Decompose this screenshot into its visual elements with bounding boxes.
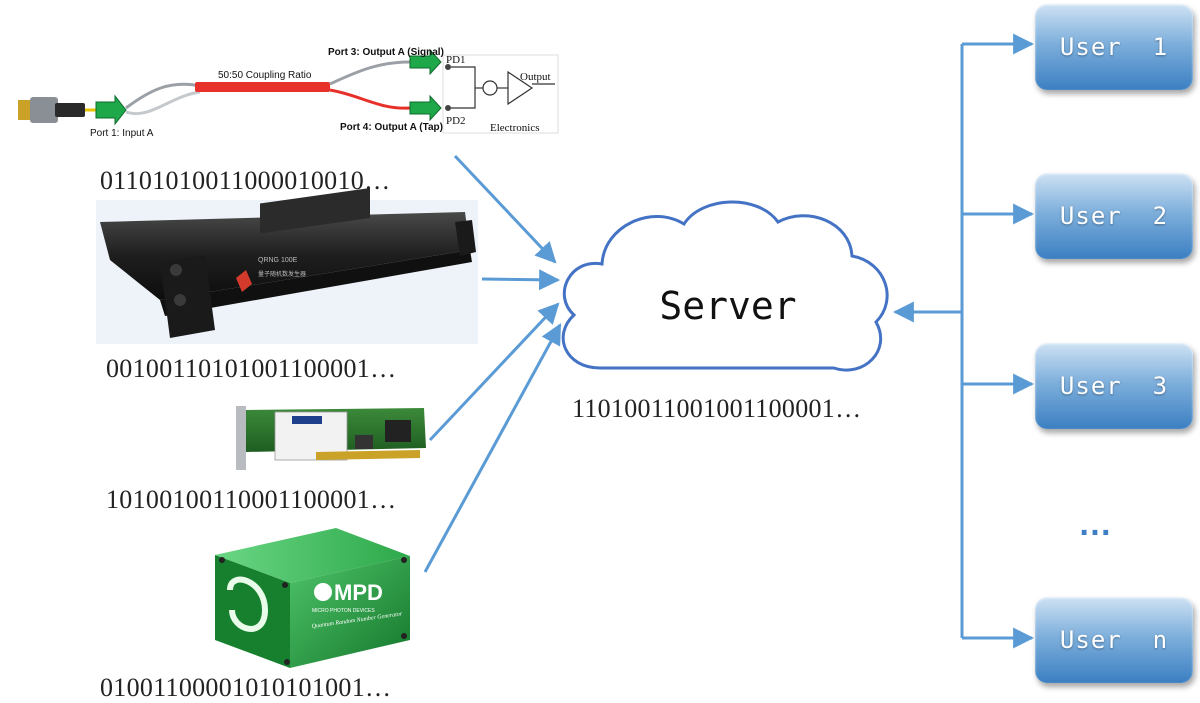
rack-qrng-device: QRNG 100E 量子随机数发生器 xyxy=(96,187,478,344)
more-users-ellipsis: … xyxy=(1078,505,1120,543)
user-3-box[interactable]: User 3 xyxy=(1035,343,1193,429)
server-bits: 11010011001001100001… xyxy=(572,394,862,423)
port3-label: Port 3: Output A (Signal) xyxy=(328,47,444,58)
user-n-box[interactable]: User n xyxy=(1035,597,1193,683)
beam-splitter-illustration: 50:50 Coupling Ratio Port 1: Input A Por… xyxy=(18,47,559,139)
mpd-qrng-device: MPD MICRO PHOTON DEVICES Quantum Random … xyxy=(215,528,410,668)
user-2-box[interactable]: User 2 xyxy=(1035,173,1193,259)
coupling-ratio-label: 50:50 Coupling Ratio xyxy=(218,70,312,81)
server-label: Server xyxy=(659,284,797,328)
mpd-logo-icon xyxy=(314,583,332,601)
input-arrow-icon xyxy=(95,94,127,126)
arrow-source-2 xyxy=(481,269,561,291)
user-1-box[interactable]: User 1 xyxy=(1035,4,1193,90)
user-2-label: User 2 xyxy=(1059,202,1169,230)
source-3-bits: 10100100110001100001… xyxy=(106,485,397,514)
mpd-brand-label: MPD xyxy=(334,580,383,605)
user-1-label: User 1 xyxy=(1059,33,1169,61)
user-n-label: User n xyxy=(1059,626,1169,654)
source-2-bits: 00100110101001100001… xyxy=(106,354,397,383)
tap-arrow-icon xyxy=(409,94,442,122)
mpd-tagline-label: MICRO PHOTON DEVICES xyxy=(312,608,375,614)
port1-label: Port 1: Input A xyxy=(90,128,154,139)
electronics-label: Electronics xyxy=(490,122,539,134)
source-arrows xyxy=(423,154,562,573)
server-cloud xyxy=(561,200,889,372)
coupler-body xyxy=(195,82,330,92)
pd1-label: PD1 xyxy=(446,54,466,66)
output-label: Output xyxy=(520,71,551,83)
arrow-source-4 xyxy=(423,323,562,573)
arrow-source-1 xyxy=(453,154,557,264)
arrow-source-3 xyxy=(428,302,560,442)
port4-label: Port 4: Output A (Tap) xyxy=(340,122,443,133)
pd2-label: PD2 xyxy=(446,115,466,127)
amplifier-icon xyxy=(507,70,534,106)
user-3-label: User 3 xyxy=(1059,372,1169,400)
rack-brand-label: 量子随机数发生器 xyxy=(258,270,306,278)
distribution-network xyxy=(892,33,1035,649)
pcie-card-device xyxy=(234,405,426,475)
rack-model-label: QRNG 100E xyxy=(258,257,298,264)
signal-arrow-icon xyxy=(409,48,442,76)
rack-logo-icon xyxy=(236,270,252,292)
source-1-bits: 01101010011000010010… xyxy=(100,166,391,195)
rack-handle xyxy=(160,255,215,338)
electronics-schematic xyxy=(442,54,559,134)
source-4-bits: 01001100001010101001… xyxy=(100,673,392,702)
mpd-q-logo-icon xyxy=(227,576,269,632)
